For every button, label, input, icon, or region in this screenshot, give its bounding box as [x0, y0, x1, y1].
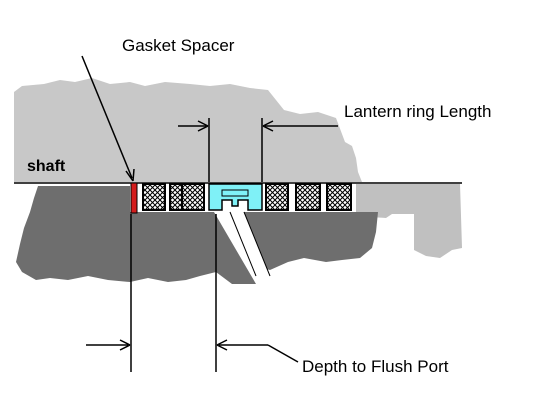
housing-left — [16, 186, 256, 284]
lantern-arrowhead-left — [197, 120, 209, 132]
flush-port-edge — [243, 211, 271, 277]
flush-port-edge — [229, 211, 257, 277]
depth-leader — [267, 344, 299, 363]
depth-arrowhead-left — [119, 339, 131, 351]
lantern-ring — [208, 183, 263, 211]
gasket-leader-arrowhead — [125, 168, 135, 182]
packing-ring — [142, 183, 166, 211]
lantern-ring-web — [221, 189, 249, 197]
shaft-label: shaft — [27, 158, 66, 175]
gland-body — [356, 184, 462, 258]
packing-ring — [326, 183, 352, 211]
packing-ring — [181, 183, 205, 211]
packing-ring — [265, 183, 289, 211]
depth-to-flush-port-label: Depth to Flush Port — [302, 357, 449, 376]
shaft-body — [14, 78, 362, 182]
gasket-spacer — [130, 182, 138, 214]
lantern-ring-length-label: Lantern ring Length — [344, 102, 491, 121]
gasket-leader — [81, 55, 133, 179]
packing-rings-right — [265, 183, 352, 211]
housing-right — [244, 212, 378, 270]
depth-arrowhead-right — [216, 339, 228, 351]
lantern-arrowhead-right — [262, 120, 274, 132]
packing-ring — [295, 183, 321, 211]
flush-port — [230, 212, 270, 276]
gasket-spacer-label: Gasket Spacer — [122, 36, 235, 55]
